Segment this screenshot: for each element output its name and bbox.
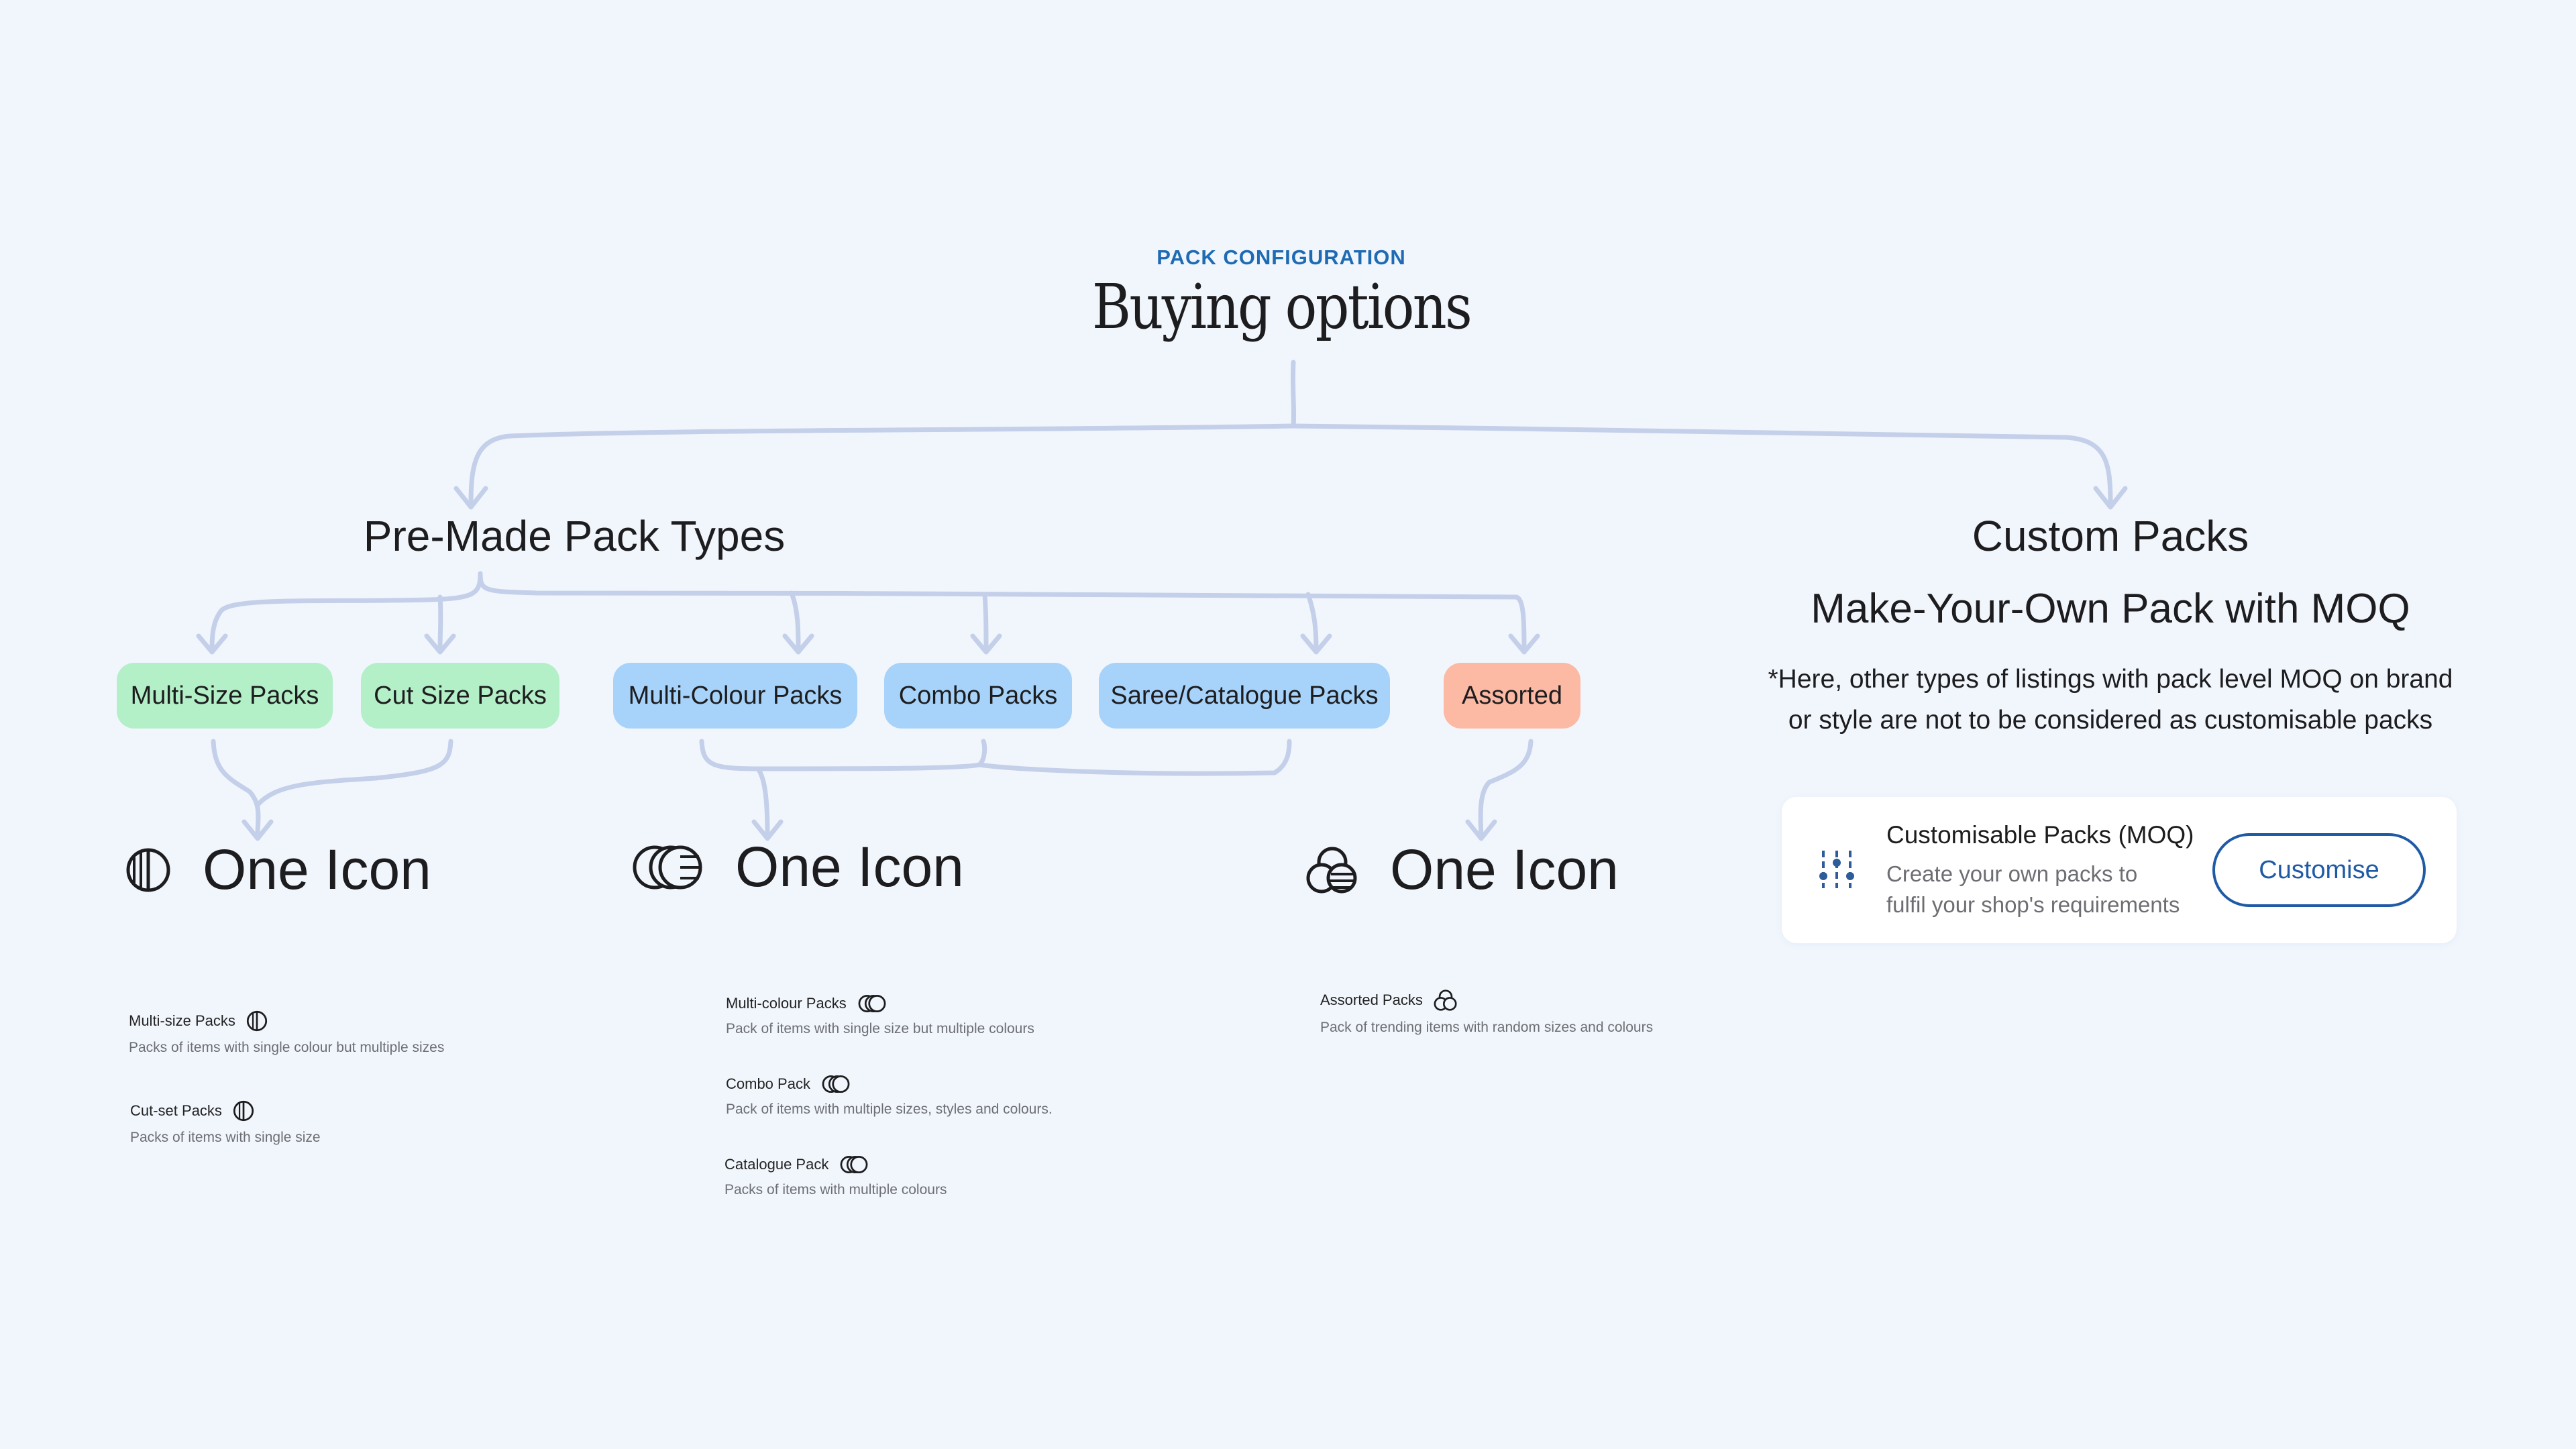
premade-title: Pre-Made Pack Types	[363, 512, 786, 560]
group-colour-icon-label: One Icon	[631, 835, 964, 900]
legend-item: Combo Pack Pack of items with multiple s…	[726, 1075, 1053, 1118]
card-title: Customisable Packs (MOQ)	[1886, 821, 2194, 849]
customise-button[interactable]: Customise	[2212, 833, 2426, 907]
legend-item: Catalogue Pack Packs of items with multi…	[724, 1155, 947, 1198]
pill-assorted[interactable]: Assorted	[1444, 663, 1580, 729]
pill-multi-colour-packs[interactable]: Multi-Colour Packs	[613, 663, 857, 729]
legend-name: Catalogue Pack	[724, 1156, 829, 1173]
overlapping-circles-icon	[633, 845, 702, 889]
legend-name: Multi-colour Packs	[726, 995, 847, 1012]
legend-name: Multi-size Packs	[129, 1012, 235, 1029]
half-striped-circle-icon	[246, 1010, 268, 1032]
stacked-circles-icon	[1306, 847, 1357, 893]
sliders-icon	[1819, 851, 1854, 888]
one-icon-label: One Icon	[1390, 838, 1619, 901]
stacked-circles-icon	[1434, 989, 1457, 1011]
pill-saree-catalogue-packs[interactable]: Saree/Catalogue Packs	[1099, 663, 1390, 729]
legend-item: Multi-colour Packs Pack of items with si…	[726, 994, 1034, 1037]
legend-item: Cut-set Packs Packs of items with single…	[130, 1100, 321, 1146]
overlapping-circles-icon	[840, 1155, 868, 1174]
pill-cut-size-packs[interactable]: Cut Size Packs	[361, 663, 559, 729]
legend-desc: Pack of items with multiple sizes, style…	[726, 1102, 1053, 1117]
legend-item: Multi-size Packs Packs of items with sin…	[129, 1010, 444, 1056]
card-desc-line: fulfil your shop's requirements	[1886, 892, 2180, 917]
section-eyebrow: PACK CONFIGURATION	[1157, 246, 1406, 269]
group-assorted-icon-label: One Icon	[1305, 837, 1619, 902]
legend-desc: Packs of items with single colour but mu…	[129, 1040, 445, 1055]
card-desc-line: Create your own packs to	[1886, 861, 2138, 886]
customisable-packs-card: Customisable Packs (MOQ) Create your own…	[1782, 797, 2457, 943]
overlapping-circles-icon	[822, 1075, 850, 1093]
group-size-icon-label: One Icon	[125, 837, 431, 902]
custom-subtitle: Make-Your-Own Pack with MOQ	[1811, 586, 2410, 632]
page-title: Buying options	[1091, 271, 1472, 343]
half-striped-circle-icon	[126, 848, 170, 892]
legend-desc: Pack of trending items with random sizes…	[1320, 1020, 1654, 1035]
legend-name: Assorted Packs	[1320, 991, 1423, 1008]
card-desc: Create your own packs to fulfil your sho…	[1886, 859, 2180, 920]
one-icon-label: One Icon	[203, 838, 431, 901]
legend-desc: Pack of items with single size but multi…	[726, 1021, 1034, 1036]
custom-title: Custom Packs	[1972, 512, 2249, 560]
one-icon-label: One Icon	[735, 835, 964, 898]
overlapping-circles-icon	[858, 994, 886, 1013]
legend-desc: Packs of items with single size	[130, 1130, 321, 1145]
legend-item: Assorted Packs Pack of trending items wi…	[1320, 989, 1653, 1036]
pill-combo-packs[interactable]: Combo Packs	[884, 663, 1072, 729]
pill-multi-size-packs[interactable]: Multi-Size Packs	[117, 663, 333, 729]
note-line: *Here, other types of listings with pack…	[1768, 665, 2453, 694]
legend-name: Cut-set Packs	[130, 1102, 222, 1119]
legend-desc: Packs of items with multiple colours	[724, 1182, 947, 1197]
legend-name: Combo Pack	[726, 1075, 810, 1092]
custom-note: *Here, other types of listings with pack…	[1708, 659, 2513, 741]
note-line: or style are not to be considered as cus…	[1788, 706, 2433, 735]
half-striped-circle-icon	[233, 1100, 254, 1122]
